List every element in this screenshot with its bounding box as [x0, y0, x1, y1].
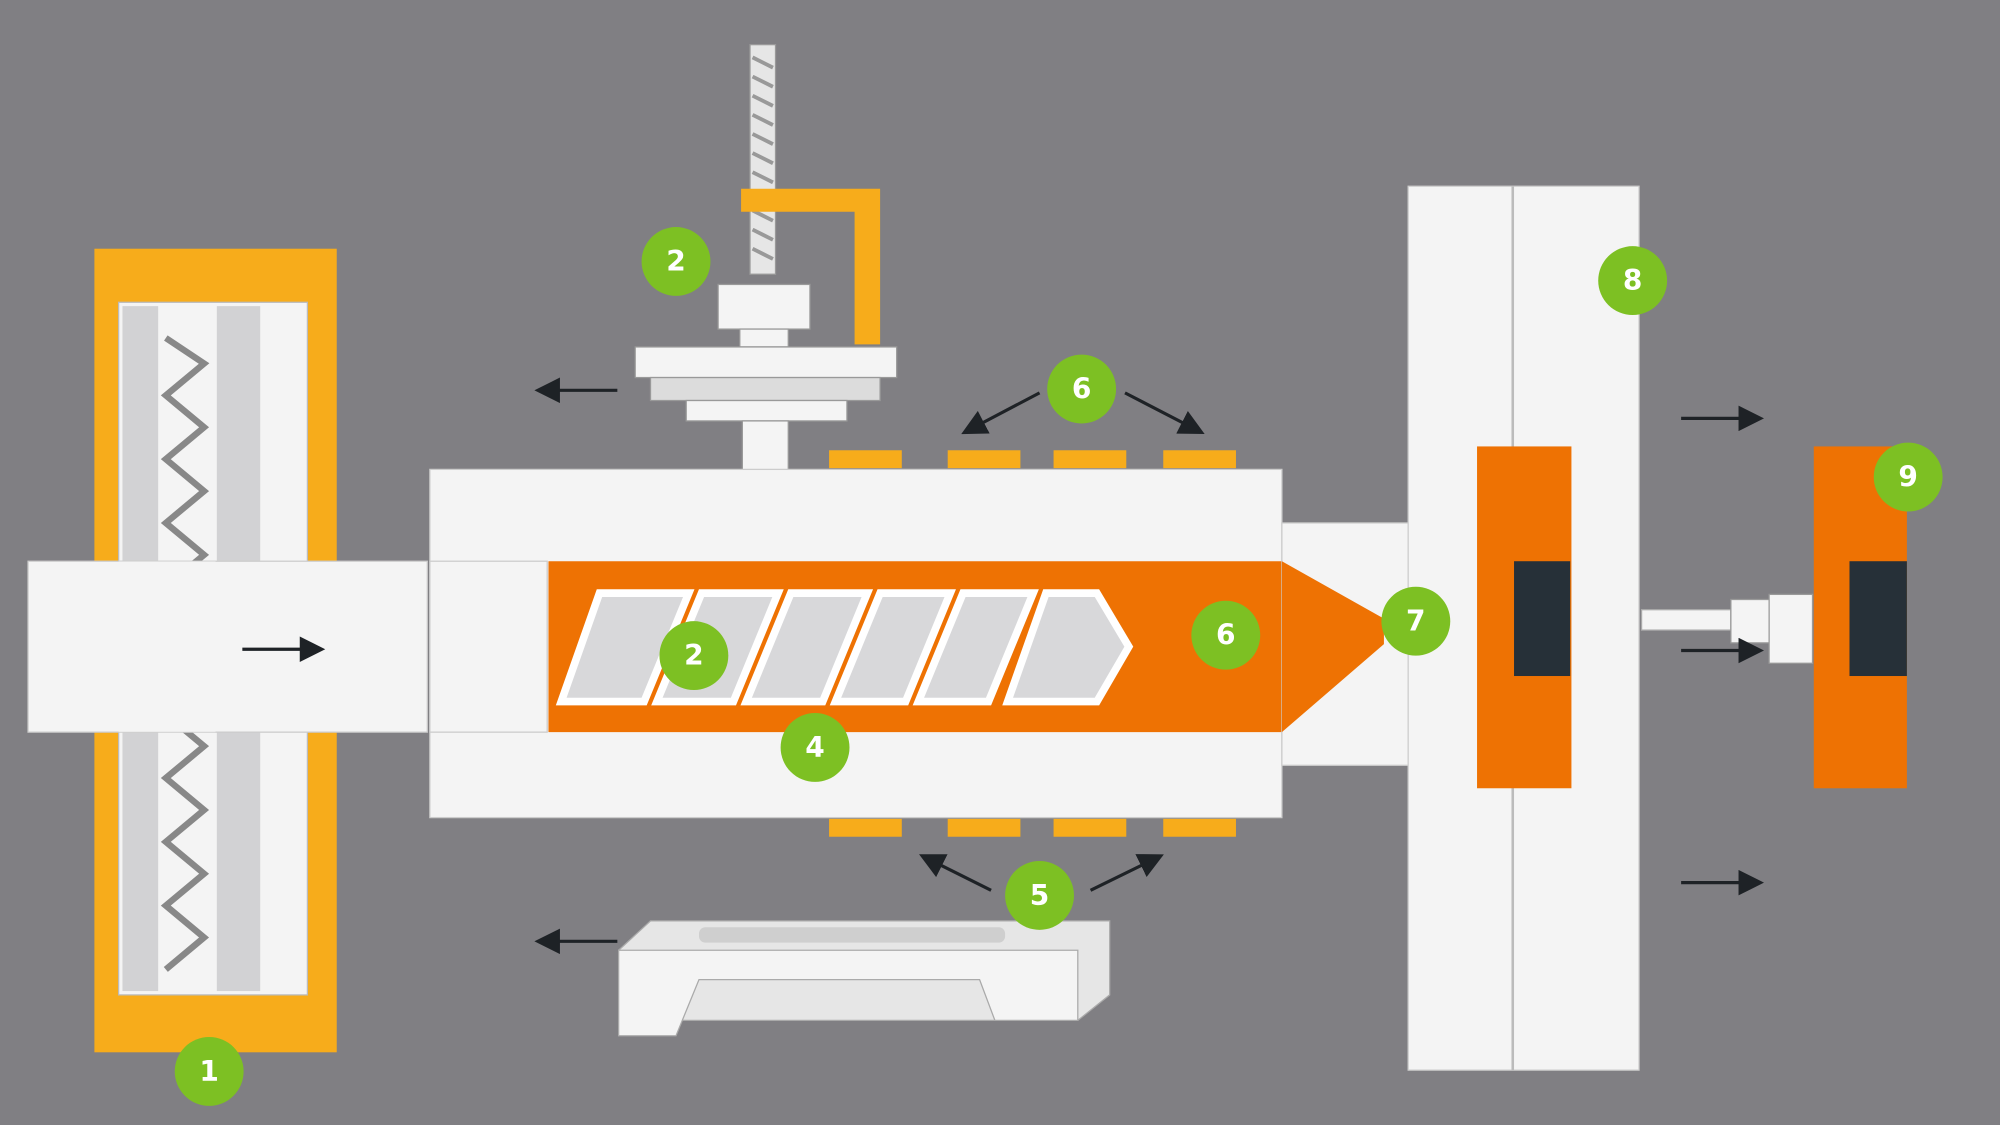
arrow-icon — [919, 854, 992, 892]
arrow-icon — [1089, 854, 1164, 892]
screw — [555, 589, 1134, 706]
marker-label: 1 — [199, 1055, 219, 1088]
marker-6-melt: 6 — [1191, 600, 1261, 670]
marker-label: 4 — [805, 731, 825, 764]
marker-5: 5 — [1005, 860, 1074, 930]
base-block — [617, 920, 1111, 1037]
marker-label: 8 — [1623, 264, 1643, 297]
marker-6-heaters: 6 — [1047, 354, 1117, 424]
barrel — [429, 468, 1411, 819]
marker-label: 5 — [1030, 879, 1050, 912]
marker-label: 9 — [1898, 461, 1918, 494]
marker-label: 6 — [1216, 619, 1236, 652]
marker-8: 8 — [1598, 246, 1668, 316]
marker-9: 9 — [1873, 442, 1943, 512]
heater-bands — [829, 450, 1236, 837]
feed-channel — [27, 560, 428, 733]
marker-2-screw: 2 — [659, 621, 729, 691]
marker-label: 7 — [1406, 605, 1426, 638]
marker-label: 2 — [666, 245, 686, 278]
marker-7: 7 — [1381, 586, 1451, 656]
arrow-icon — [961, 391, 1041, 435]
marker-1: 1 — [174, 1036, 244, 1106]
marker-label: 2 — [684, 639, 704, 672]
marker-label: 6 — [1072, 373, 1092, 406]
marker-2-drive: 2 — [641, 227, 711, 296]
marker-4: 4 — [780, 713, 850, 782]
ejector-rod — [1640, 593, 1814, 664]
arrow-icon — [1124, 391, 1205, 435]
